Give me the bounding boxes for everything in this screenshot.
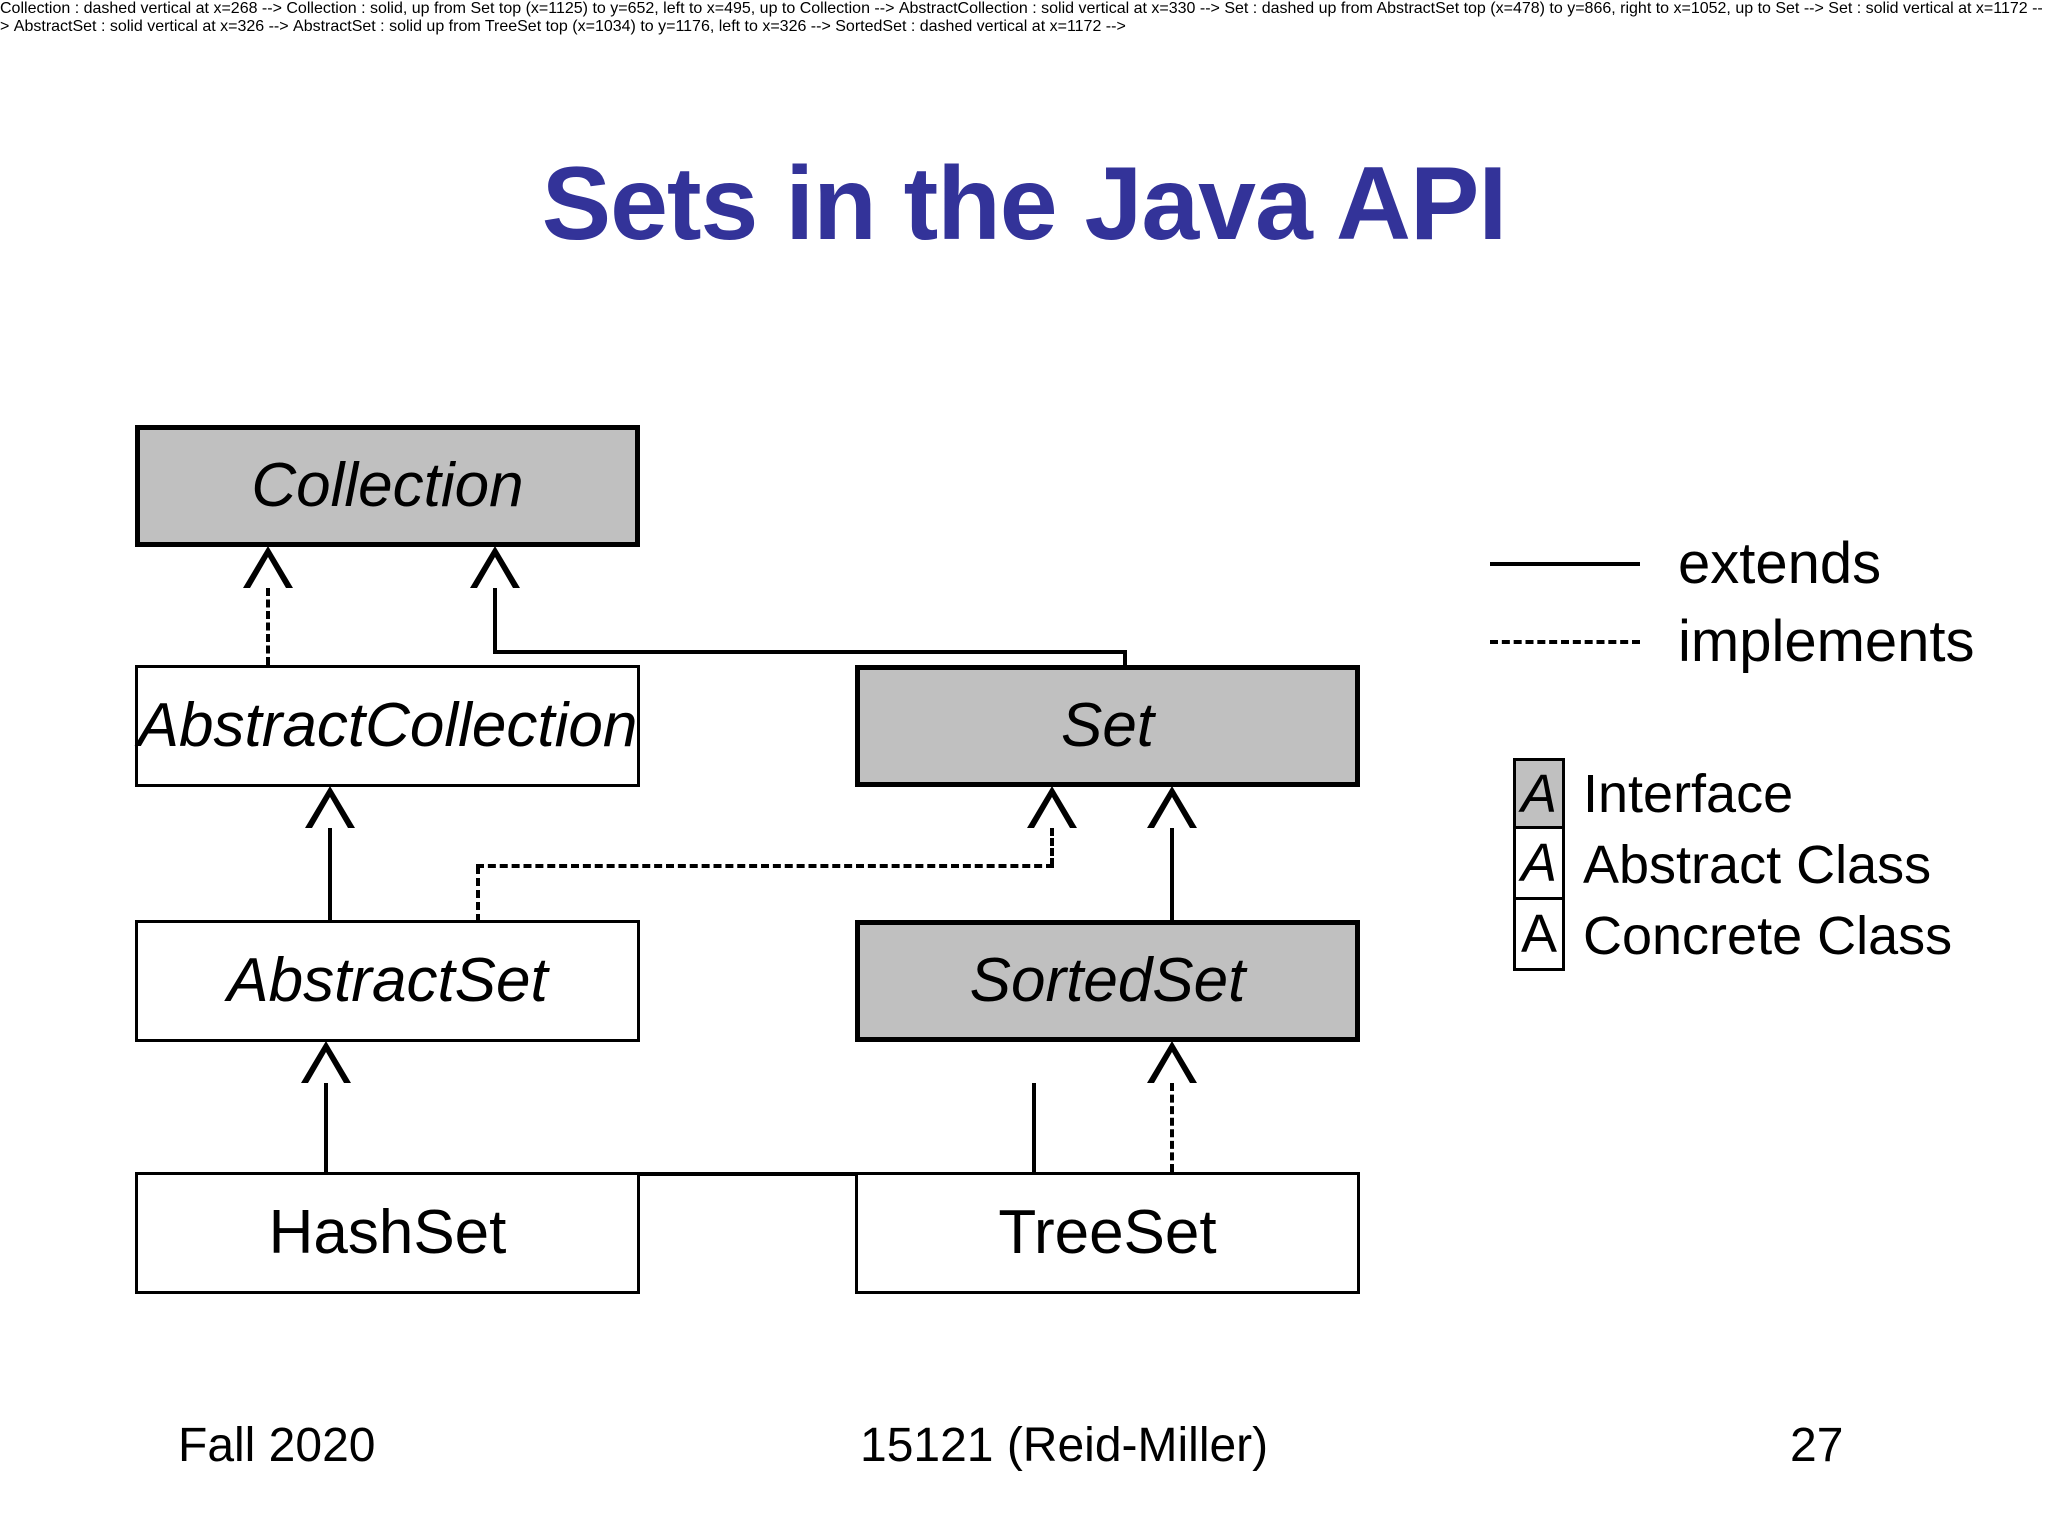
legend-label-implements: implements (1678, 609, 1975, 674)
class-box-set[interactable]: Set (855, 665, 1360, 787)
page-title: Sets in the Java API (541, 146, 1508, 262)
legend-class-kinds: A Interface A Abstract Class A Concrete … (1513, 758, 1952, 971)
edge-set-extends-collection-drop (493, 588, 497, 652)
solid-line-icon (1490, 562, 1640, 566)
edge-treeset-extends-abstractset-vert (1032, 1083, 1036, 1174)
legend-row-abstract-class: A Abstract Class (1513, 829, 1952, 900)
edge-set-extends-collection-run (493, 650, 1125, 654)
footer-term: Fall 2020 (178, 1419, 376, 1472)
edge-abstractset-implements-set-riser (476, 866, 480, 922)
legend-label-extends: extends (1678, 531, 1882, 596)
legend-label-concrete-class: Concrete Class (1583, 905, 1953, 966)
class-box-abstractcollection[interactable]: AbstractCollection (135, 665, 640, 787)
legend-row-concrete-class: A Concrete Class (1513, 900, 1952, 971)
edge-abstractset-implements-set-run (476, 864, 1054, 868)
class-box-abstractset[interactable]: AbstractSet (135, 920, 640, 1042)
edge-treeset-implements-sortedset (1170, 1083, 1174, 1172)
edge-abstractset-extends-abstractcollection (328, 828, 332, 922)
legend-row-implements: implements (1490, 603, 2030, 681)
edge-sortedset-extends-set (1170, 828, 1174, 922)
legend-row-extends: extends (1490, 525, 2030, 603)
legend-row-interface: A Interface (1513, 758, 1952, 829)
interface-swatch-icon: A (1513, 758, 1565, 829)
edge-set-extends-collection-riser (1123, 650, 1127, 667)
edge-abstractset-implements-set-drop (1050, 828, 1054, 866)
dashed-line-icon (1490, 640, 1640, 644)
abstract-class-swatch-icon: A (1513, 829, 1565, 900)
footer-page-number: 27 (1790, 1419, 1844, 1472)
class-box-treeset[interactable]: TreeSet (855, 1172, 1360, 1294)
edge-treeset-extends-abstractset-run (324, 1172, 1036, 1176)
edge-hashset-extends-abstractset (324, 1083, 328, 1172)
class-box-sortedset[interactable]: SortedSet (855, 920, 1360, 1042)
legend-label-interface: Interface (1583, 763, 1794, 824)
concrete-class-swatch-icon: A (1513, 900, 1565, 971)
class-box-collection[interactable]: Collection (135, 425, 640, 547)
legend-label-abstract-class: Abstract Class (1583, 834, 1932, 895)
class-box-hashset[interactable]: HashSet (135, 1172, 640, 1294)
edge-abstractcollection-implements-collection (266, 588, 270, 665)
slide-footer: Fall 2020 15121 (Reid-Miller) 27 (0, 1422, 2048, 1482)
legend-relations: extends implements (1490, 525, 2030, 681)
footer-course: 15121 (Reid-Miller) (860, 1419, 1269, 1472)
